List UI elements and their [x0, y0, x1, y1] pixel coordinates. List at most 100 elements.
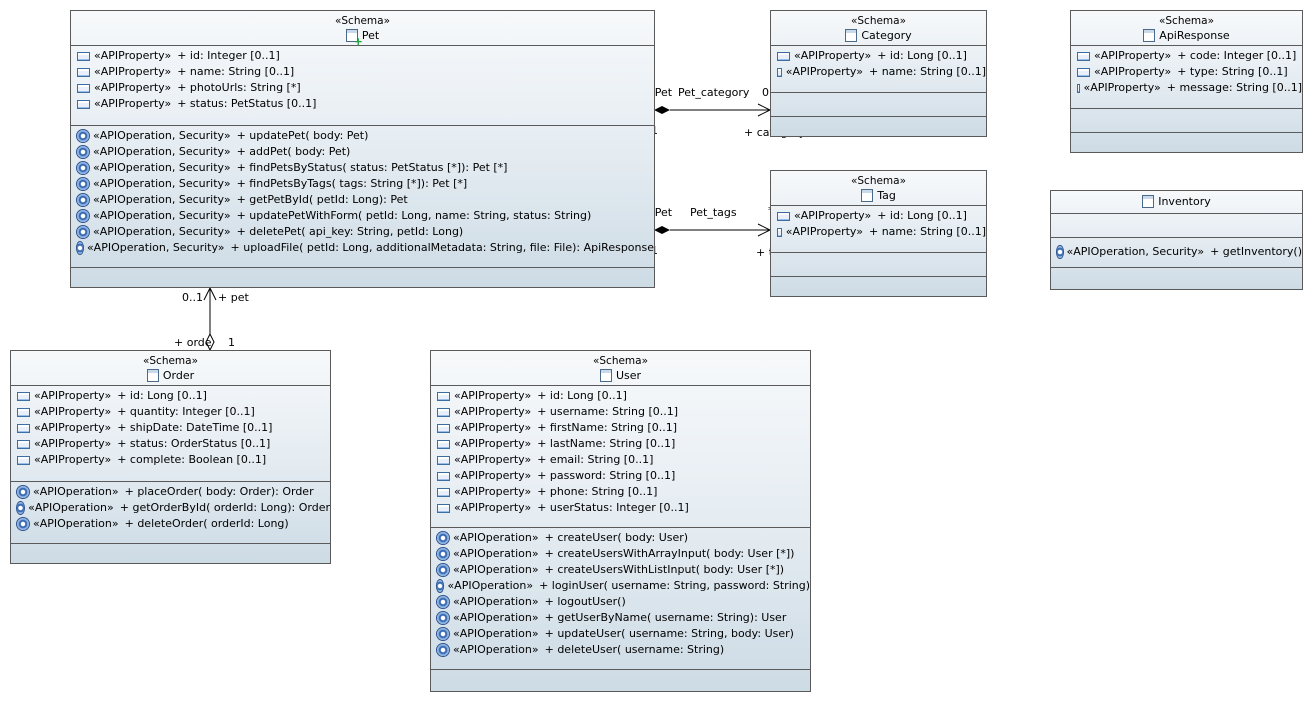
attribute-row[interactable]: «APIProperty»+ name: String [0..1] — [771, 224, 986, 240]
property-icon — [437, 391, 450, 401]
attribute-row[interactable]: «APIProperty»+ shipDate: DateTime [0..1] — [11, 420, 330, 436]
operation-row[interactable]: «APIOperation, Security»+ findPetsByTags… — [71, 176, 654, 192]
empty-compartment — [1071, 132, 1302, 152]
empty-compartment — [771, 116, 986, 136]
operation-icon — [437, 628, 449, 640]
attributes-compartment: «APIProperty»+ id: Long [0..1] «APIPrope… — [11, 385, 330, 481]
attributes-compartment: «APIProperty»+ id: Long [0..1] «APIPrope… — [771, 205, 986, 252]
attribute-row[interactable]: «APIProperty»+ id: Long [0..1] — [11, 388, 330, 404]
class-icon — [1142, 195, 1155, 208]
attribute-row[interactable]: «APIProperty»+ quantity: Integer [0..1] — [11, 404, 330, 420]
attribute-row[interactable]: «APIProperty»+ id: Long [0..1] — [431, 388, 810, 404]
property-icon — [77, 99, 90, 109]
attribute-row[interactable]: «APIProperty»+ firstName: String [0..1] — [431, 420, 810, 436]
stereotype-label: «Schema» — [592, 355, 649, 367]
attribute-row[interactable]: «APIProperty»+ photoUrls: String [*] — [71, 80, 654, 96]
operation-row[interactable]: «APIOperation, Security»+ addPet( body: … — [71, 144, 654, 160]
attribute-row[interactable]: «APIProperty»+ name: String [0..1] — [771, 64, 986, 80]
class-name: User — [615, 369, 642, 382]
operation-row[interactable]: «APIOperation, Security»+ getPetById( pe… — [71, 192, 654, 208]
class-header: «Schema» User — [431, 351, 810, 385]
class-order[interactable]: «Schema» Order «APIProperty»+ id: Long [… — [10, 350, 331, 564]
operation-row[interactable]: «APIOperation, Security»+ updatePet( bod… — [71, 128, 654, 144]
class-header: «Schema» Pet — [71, 11, 654, 47]
operation-icon — [77, 146, 89, 158]
class-apiresponse[interactable]: «Schema» ApiResponse «APIProperty»+ code… — [1070, 10, 1303, 153]
stereotype-label: «Schema» — [334, 15, 391, 27]
pet-category-composition-diamond — [654, 106, 670, 114]
property-icon — [1077, 51, 1090, 61]
operation-row[interactable]: «APIOperation»+ deleteUser( username: St… — [431, 642, 810, 658]
class-name: Order — [162, 369, 195, 382]
attribute-row[interactable]: «APIProperty»+ status: PetStatus [0..1] — [71, 96, 654, 112]
pet-tags-composition-diamond — [654, 226, 670, 234]
attribute-row[interactable]: «APIProperty»+ username: String [0..1] — [431, 404, 810, 420]
class-name: Category — [861, 29, 912, 42]
property-icon — [17, 423, 30, 433]
operation-row[interactable]: «APIOperation»+ logoutUser() — [431, 594, 810, 610]
attribute-row[interactable]: «APIProperty»+ id: Long [0..1] — [771, 208, 986, 224]
class-pet[interactable]: «Schema» Pet «APIProperty»+ id: Integer … — [70, 10, 655, 288]
class-category[interactable]: «Schema» Category «APIProperty»+ id: Lon… — [770, 10, 987, 137]
operation-row[interactable]: «APIOperation»+ loginUser( username: Str… — [431, 578, 810, 594]
property-icon — [437, 455, 450, 465]
property-icon — [777, 51, 790, 61]
class-tag[interactable]: «Schema» Tag «APIProperty»+ id: Long [0.… — [770, 170, 987, 297]
operation-icon — [17, 486, 29, 498]
property-icon — [17, 407, 30, 417]
property-icon — [437, 503, 450, 513]
pet-category-name: Pet_category — [678, 86, 750, 99]
attribute-row[interactable]: «APIProperty»+ message: String [0..1] — [1071, 80, 1302, 96]
operation-row[interactable]: «APIOperation, Security»+ deletePet( api… — [71, 224, 654, 240]
property-icon — [17, 455, 30, 465]
pet-tags-name: Pet_tags — [690, 206, 737, 219]
attribute-row[interactable]: «APIProperty»+ id: Integer [0..1] — [71, 48, 654, 64]
operation-row[interactable]: «APIOperation, Security»+ updatePetWithF… — [71, 208, 654, 224]
operation-row[interactable]: «APIOperation»+ getOrderById( orderId: L… — [11, 500, 330, 516]
property-icon — [1077, 67, 1090, 77]
attribute-row[interactable]: «APIProperty»+ status: OrderStatus [0..1… — [11, 436, 330, 452]
operation-row[interactable]: «APIOperation»+ updateUser( username: St… — [431, 626, 810, 642]
attribute-row[interactable]: «APIProperty»+ phone: String [0..1] — [431, 484, 810, 500]
attribute-row[interactable]: «APIProperty»+ email: String [0..1] — [431, 452, 810, 468]
attribute-row[interactable]: «APIProperty»+ password: String [0..1] — [431, 468, 810, 484]
order-pet-pet-role: + pet — [218, 291, 249, 304]
attribute-row[interactable]: «APIProperty»+ id: Long [0..1] — [771, 48, 986, 64]
class-user[interactable]: «Schema» User «APIProperty»+ id: Long [0… — [430, 350, 811, 692]
attribute-row[interactable]: «APIProperty»+ type: String [0..1] — [1071, 64, 1302, 80]
class-icon — [861, 189, 874, 202]
operation-row[interactable]: «APIOperation»+ createUser( body: User) — [431, 530, 810, 546]
operation-row[interactable]: «APIOperation»+ createUsersWithArrayInpu… — [431, 546, 810, 562]
operations-compartment: «APIOperation, Security»+ getInventory() — [1051, 237, 1302, 267]
class-icon — [1143, 29, 1156, 42]
property-icon — [77, 51, 90, 61]
operation-row[interactable]: «APIOperation»+ getUserByName( username:… — [431, 610, 810, 626]
attribute-row[interactable]: «APIProperty»+ complete: Boolean [0..1] — [11, 452, 330, 468]
order-pet-order-mult: 1 — [228, 336, 235, 349]
operation-icon — [437, 612, 449, 624]
class-icon — [599, 369, 612, 382]
order-pet-arrowhead — [203, 286, 217, 301]
operation-icon — [17, 518, 29, 530]
attribute-row[interactable]: «APIProperty»+ code: Integer [0..1] — [1071, 48, 1302, 64]
property-icon — [77, 67, 90, 77]
operation-row[interactable]: «APIOperation, Security»+ getInventory() — [1051, 244, 1302, 260]
property-icon — [17, 439, 30, 449]
operation-icon — [437, 564, 449, 576]
attributes-compartment: «APIProperty»+ id: Long [0..1] «APIPrope… — [771, 45, 986, 92]
class-icon — [146, 369, 159, 382]
attribute-row[interactable]: «APIProperty»+ userStatus: Integer [0..1… — [431, 500, 810, 516]
operation-row[interactable]: «APIOperation, Security»+ uploadFile( pe… — [71, 240, 654, 256]
operation-icon — [77, 226, 89, 238]
attribute-row[interactable]: «APIProperty»+ lastName: String [0..1] — [431, 436, 810, 452]
operations-compartment — [771, 92, 986, 116]
operation-row[interactable]: «APIOperation, Security»+ findPetsByStat… — [71, 160, 654, 176]
operation-row[interactable]: «APIOperation»+ deleteOrder( orderId: Lo… — [11, 516, 330, 532]
class-inventory[interactable]: Inventory «APIOperation, Security»+ getI… — [1050, 190, 1303, 290]
class-header: «Schema» Category — [771, 11, 986, 45]
operation-row[interactable]: «APIOperation»+ createUsersWithListInput… — [431, 562, 810, 578]
operation-row[interactable]: «APIOperation»+ placeOrder( body: Order)… — [11, 484, 330, 500]
operations-compartment: «APIOperation»+ createUser( body: User) … — [431, 527, 810, 669]
attribute-row[interactable]: «APIProperty»+ name: String [0..1] — [71, 64, 654, 80]
operation-icon — [77, 178, 89, 190]
